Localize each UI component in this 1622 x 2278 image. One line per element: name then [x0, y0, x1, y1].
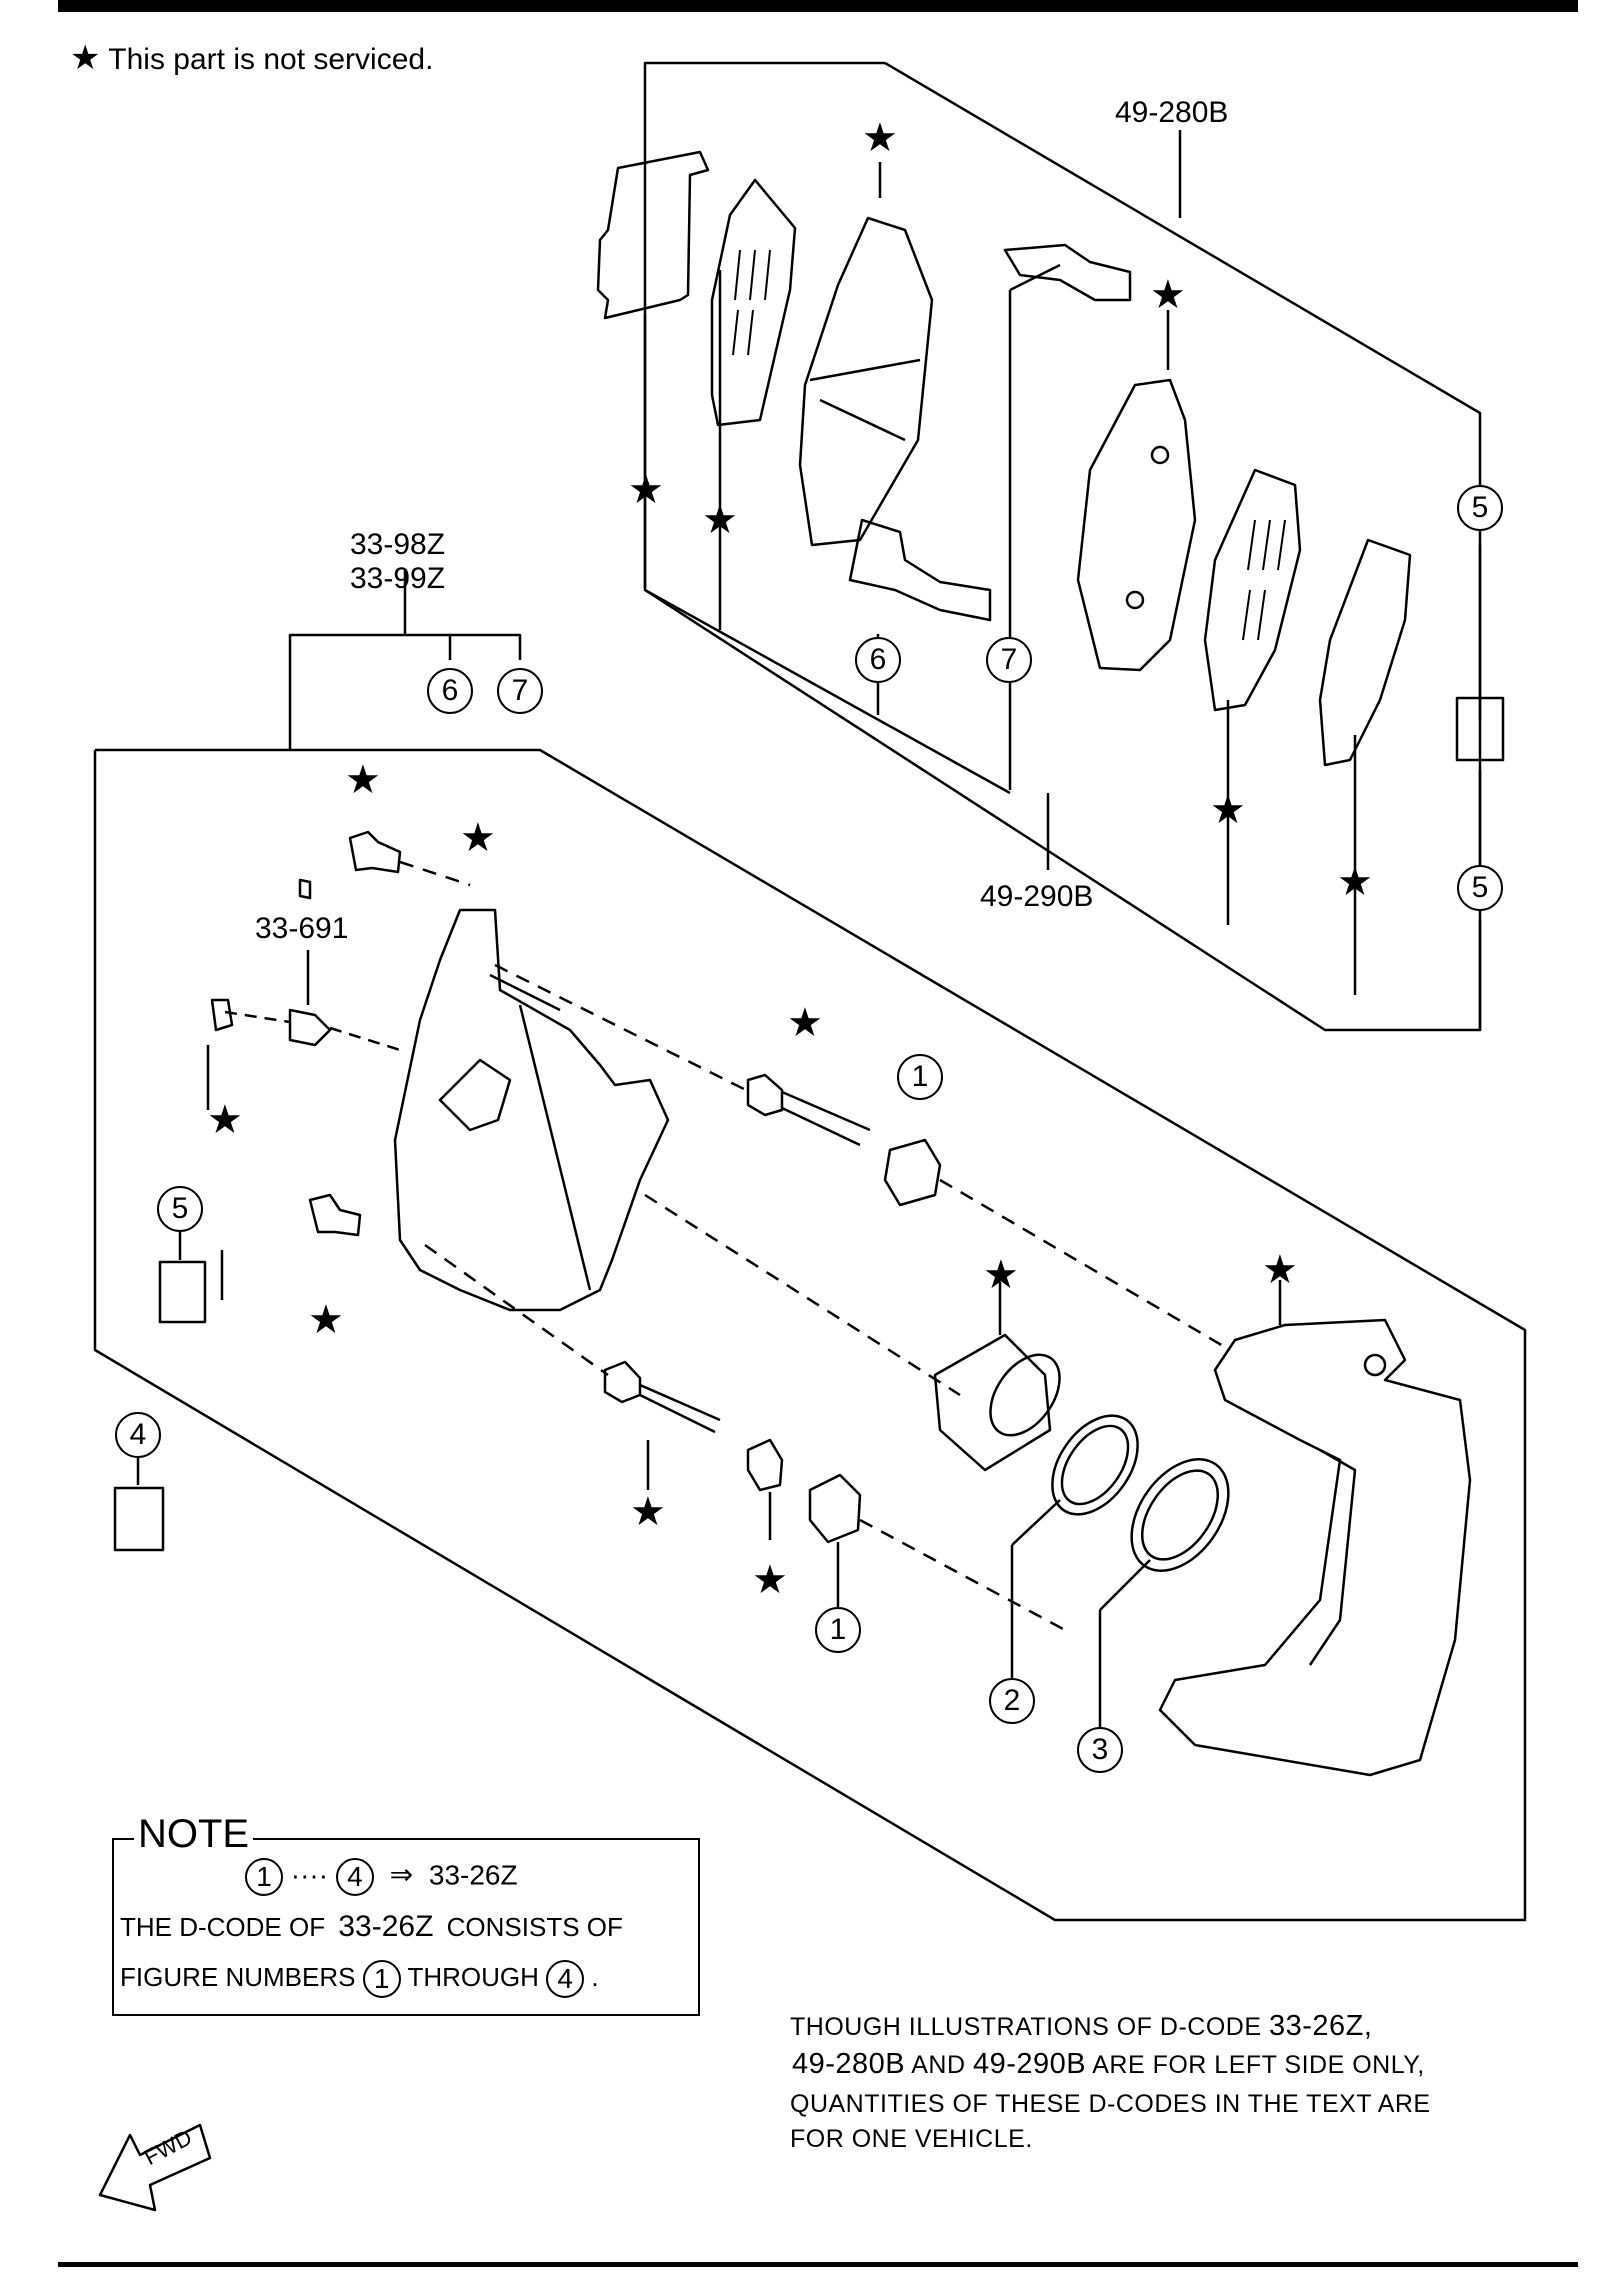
star-icon: ★: [702, 497, 738, 543]
footnote-line2-code2: 49-290B: [972, 2048, 1087, 2080]
note-line-2: THE D-CODE OF 33-26Z CONSISTS OF: [120, 1910, 623, 1944]
callout-1-upper: 1: [897, 1054, 943, 1100]
note-line-1: 1 ···· 4 ⇒ 33-26Z: [245, 1858, 518, 1896]
callout-5-top: 5: [1457, 485, 1503, 531]
note-title: NOTE: [134, 1812, 254, 1857]
callout-2: 2: [989, 1678, 1035, 1724]
star-icon: ★: [460, 815, 496, 861]
legend-text: This part is not serviced.: [108, 43, 434, 76]
star-icon: ★: [862, 115, 898, 161]
legend: ★ This part is not serviced.: [70, 38, 433, 78]
note-line3-circle-to: 4: [546, 1960, 585, 1998]
note-circle-from: 1: [245, 1858, 283, 1896]
star-icon: ★: [787, 1000, 823, 1046]
label-33-691: 33-691: [255, 912, 349, 945]
star-legend-icon: ★: [70, 38, 101, 78]
callout-3: 3: [1077, 1727, 1123, 1773]
star-icon: ★: [1210, 787, 1246, 833]
label-49-280B: 49-280B: [1115, 96, 1229, 129]
label-49-290B: 49-290B: [980, 880, 1094, 913]
callout-5-mid: 5: [1457, 865, 1503, 911]
star-icon: ★: [752, 1557, 788, 1603]
note-circle-to: 4: [335, 1858, 374, 1896]
callout-7-bracket: 7: [497, 668, 543, 714]
footnote-line1-code: 33-26Z,: [1268, 2010, 1373, 2042]
footnote-line-3: QUANTITIES OF THESE D-CODES IN THE TEXT …: [790, 2090, 1431, 2118]
note-arrow: ⇒: [389, 1858, 414, 1892]
callout-6-clip: 6: [855, 637, 901, 683]
top-rule: [58, 0, 1578, 12]
callout-4-left: 4: [115, 1412, 161, 1458]
callout-1-lower: 1: [815, 1607, 861, 1653]
note-line3-b: THROUGH: [407, 1961, 539, 1992]
bottom-rule: [58, 2262, 1578, 2267]
star-icon: ★: [630, 1489, 666, 1535]
mounting-bracket: [1158, 1318, 1472, 1777]
star-icon: ★: [628, 467, 664, 513]
footnote-line2-code1: 49-280B: [792, 2048, 906, 2080]
note-line3-a: FIGURE NUMBERS: [120, 1961, 356, 1992]
star-icon: ★: [1262, 1247, 1298, 1293]
star-icon: ★: [1150, 272, 1186, 318]
note-box: [112, 1838, 700, 2016]
footnote-line-2: 49-280B AND 49-290B ARE FOR LEFT SIDE ON…: [792, 2048, 1425, 2081]
star-icon: ★: [308, 1297, 344, 1343]
star-icon: ★: [207, 1097, 243, 1143]
footnote-line2-and: AND: [911, 2051, 966, 2079]
star-icon: ★: [1337, 859, 1373, 905]
caliper-kit-outline: [93, 748, 1527, 1922]
footnote-line-1: THOUGH ILLUSTRATIONS OF D-CODE 33-26Z,: [790, 2010, 1372, 2043]
footnote-line1-a: THOUGH ILLUSTRATIONS OF D-CODE: [790, 2013, 1262, 2041]
note-line2-b: CONSISTS OF: [446, 1912, 623, 1942]
note-line3-end: .: [591, 1961, 599, 1992]
note-dots: ····: [290, 1859, 329, 1891]
label-33-99Z: 33-99Z: [350, 562, 446, 595]
caliper-body: [393, 908, 670, 1312]
footnote-line2-b: ARE FOR LEFT SIDE ONLY,: [1092, 2051, 1425, 2079]
footnote-line-4: FOR ONE VEHICLE.: [790, 2125, 1033, 2153]
fwd-arrow-icon: [98, 2123, 212, 2212]
callout-6-bracket: 6: [427, 668, 473, 714]
star-icon: ★: [345, 757, 381, 803]
callout-7-clip: 7: [986, 637, 1032, 683]
note-line-3: FIGURE NUMBERS 1 THROUGH 4 .: [120, 1960, 599, 1998]
note-line3-circle-from: 1: [362, 1960, 401, 1998]
label-33-98Z: 33-98Z: [350, 528, 446, 561]
star-icon: ★: [983, 1252, 1019, 1298]
callout-5-left: 5: [157, 1186, 203, 1232]
note-line2-code: 33-26Z: [338, 1910, 434, 1943]
note-code: 33-26Z: [428, 1859, 518, 1891]
pad-kit-outline: [643, 61, 1482, 1032]
note-line2-a: THE D-CODE OF: [120, 1912, 326, 1942]
